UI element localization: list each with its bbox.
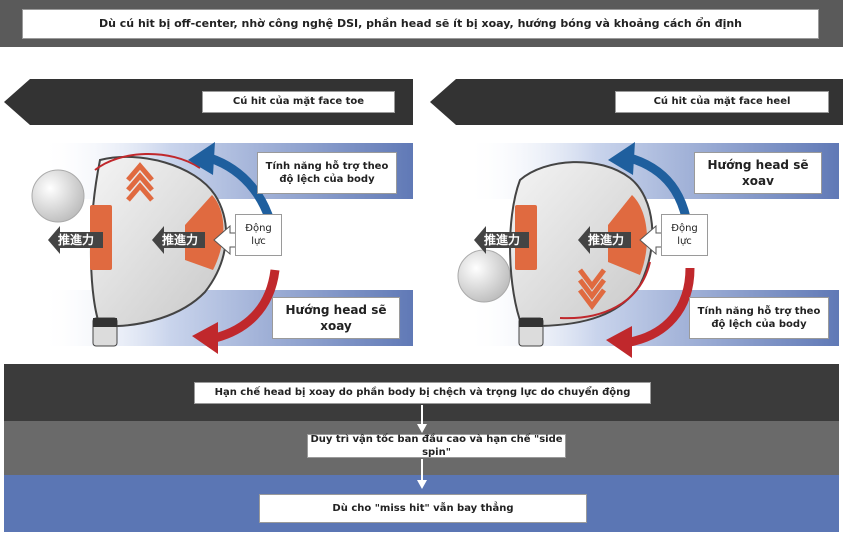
right-propulsion-label-b: 推進力 (588, 233, 625, 247)
right-chevron-icon (578, 268, 606, 311)
left-red-curve-arrow (213, 269, 280, 343)
right-propulsion-arrow-a (474, 226, 529, 254)
right-top-note: Hướng head sẽ xoav (694, 152, 822, 194)
left-propulsion-arrow-a (48, 226, 103, 254)
left-propulsion-arrow-b (152, 226, 205, 254)
right-red-curve-arrow (628, 267, 695, 347)
right-golf-ball-icon (457, 249, 511, 303)
right-force-label: Động lực (661, 214, 708, 256)
left-chevron-icon (126, 162, 154, 202)
header-title: Dù cú hit bị off-center, nhờ công nghệ D… (22, 9, 819, 39)
right-bottom-note: Tính năng hỗ trợ theo độ lệch của body (689, 297, 829, 339)
left-top-note: Tính năng hỗ trợ theo độ lệch của body (257, 152, 397, 194)
left-golf-ball-icon (31, 169, 85, 223)
right-propulsion-label-a: 推進力 (484, 233, 521, 247)
left-propulsion-label-b: 推進力 (162, 233, 199, 247)
flow-step-1: Hạn chế head bị xoay do phần body bị chệ… (194, 382, 651, 404)
left-banner-label: Cú hit của mặt face toe (202, 91, 395, 113)
right-banner-label: Cú hit của mặt face heel (615, 91, 829, 113)
flow-step-3: Dù cho "miss hit" vẫn bay thẳng (259, 494, 587, 523)
right-red-arc (559, 261, 651, 320)
flow-step-2: Duy trì vận tốc ban đầu cao và hạn chế "… (307, 434, 566, 458)
left-propulsion-label-a: 推進力 (58, 233, 95, 247)
right-propulsion-arrow-b (578, 226, 631, 254)
left-force-label: Động lực (235, 214, 282, 256)
left-bottom-note: Hướng head sẽ xoay (272, 297, 400, 339)
left-red-arc-top (94, 152, 201, 171)
